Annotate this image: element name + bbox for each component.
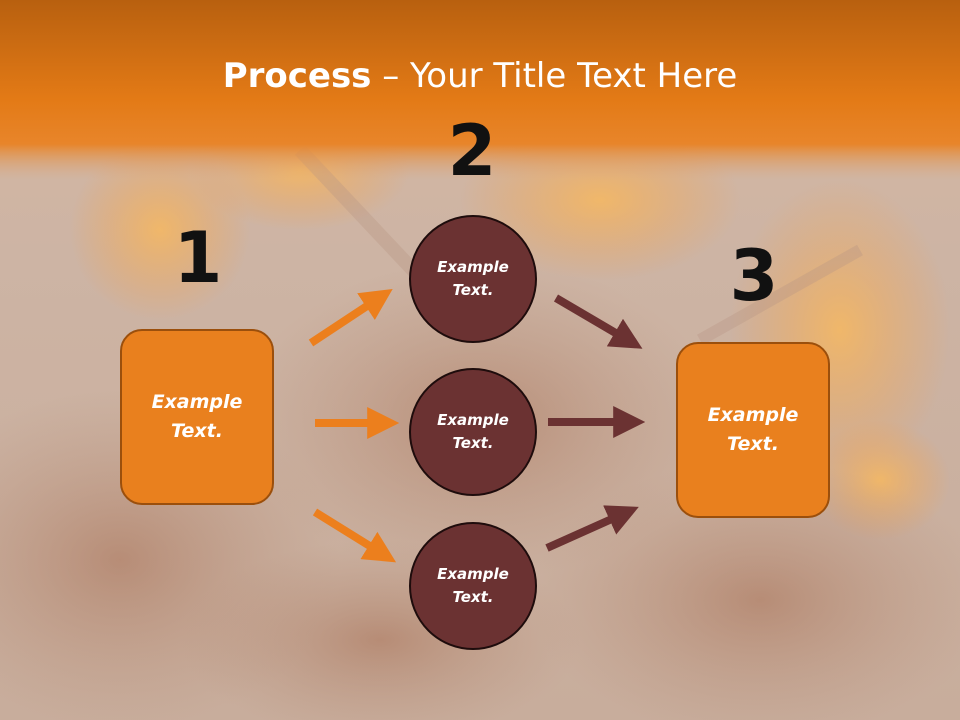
arrow-bottom-to-3	[545, 505, 639, 552]
title-bold: Process	[222, 56, 372, 96]
step-number-2: 2	[447, 110, 497, 192]
arrow-top-to-3	[553, 294, 643, 349]
arrow-1-to-bottom	[312, 508, 397, 563]
step-number-3: 3	[729, 235, 779, 317]
title-rest: – Your Title Text Here	[371, 56, 738, 96]
arrow-1-to-top	[308, 289, 393, 347]
slide-title: Process – Your Title Text Here	[0, 54, 960, 98]
step-number-1: 1	[173, 217, 223, 299]
